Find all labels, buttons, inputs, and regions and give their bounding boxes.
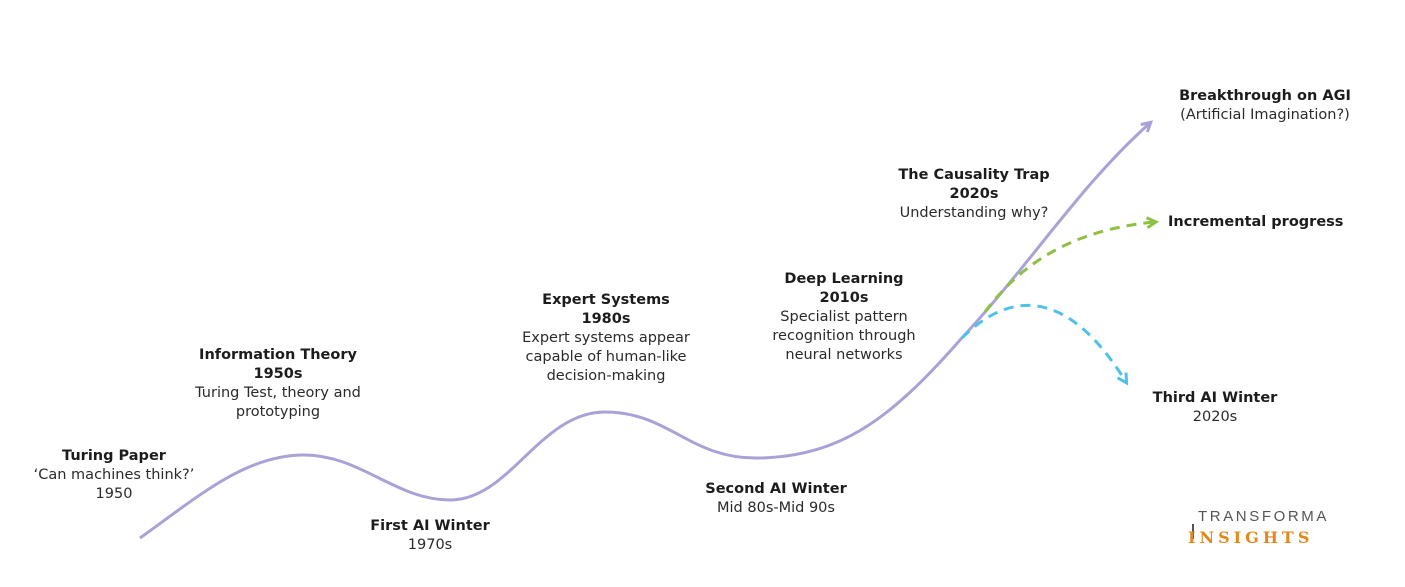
- milestone-expert-systems: Expert Systems 1980s Expert systems appe…: [496, 291, 716, 386]
- transforma-insights-logo: TRANSFORMA INSIGHTS: [1188, 508, 1358, 554]
- milestone-date: 2010s: [819, 290, 869, 306]
- ai-progress-curve: [139, 123, 1150, 540]
- milestone-title: Information Theory: [199, 347, 357, 363]
- outcome-title: Third AI Winter: [1152, 390, 1278, 406]
- third-winter-branch: [960, 304, 1126, 382]
- logo-bar: [1192, 524, 1194, 539]
- milestone-date: 1980s: [581, 311, 631, 327]
- outcome-third-ai-winter: Third AI Winter 2020s: [1130, 389, 1300, 427]
- milestone-description: Turing Test, theory and prototyping: [195, 385, 361, 420]
- outcome-description: (Artificial Imagination?): [1180, 107, 1350, 123]
- milestone-title: The Causality Trap: [898, 167, 1050, 183]
- milestone-date: Mid 80s-Mid 90s: [717, 500, 835, 516]
- milestone-description: Expert systems appear capable of human-l…: [522, 330, 690, 384]
- milestone-title: Turing Paper: [62, 448, 166, 464]
- milestone-information-theory: Information Theory 1950s Turing Test, th…: [168, 346, 388, 422]
- outcome-date: 2020s: [1192, 409, 1238, 425]
- milestone-turing-paper: Turing Paper ‘Can machines think?’ 1950: [24, 447, 204, 504]
- milestone-title: Second AI Winter: [705, 481, 847, 497]
- outcome-incremental-progress: Incremental progress: [1168, 213, 1388, 232]
- outcome-agi-breakthrough: Breakthrough on AGI (Artificial Imaginat…: [1150, 87, 1380, 125]
- milestone-title: First AI Winter: [370, 518, 490, 534]
- milestone-causality-trap: The Causality Trap 2020s Understanding w…: [864, 166, 1084, 223]
- milestone-title: Expert Systems: [542, 292, 670, 308]
- milestone-date: 2020s: [949, 186, 999, 202]
- milestone-description: ‘Can machines think?’: [33, 467, 195, 483]
- milestone-second-ai-winter: Second AI Winter Mid 80s-Mid 90s: [676, 480, 876, 518]
- incremental-progress-branch: [983, 222, 1155, 313]
- milestone-deep-learning: Deep Learning 2010s Specialist pattern r…: [744, 270, 944, 365]
- milestone-description: Specialist pattern recognition through n…: [772, 309, 916, 363]
- milestone-date: 1950: [95, 486, 133, 502]
- milestone-title: Deep Learning: [784, 271, 904, 287]
- milestone-first-ai-winter: First AI Winter 1970s: [350, 517, 510, 555]
- logo-line-1: TRANSFORMA: [1198, 508, 1329, 525]
- logo-line-2: INSIGHTS: [1188, 528, 1314, 547]
- milestone-description: Understanding why?: [899, 205, 1049, 221]
- outcome-title: Breakthrough on AGI: [1179, 88, 1351, 104]
- milestone-date: 1970s: [407, 537, 453, 553]
- outcome-title: Incremental progress: [1168, 214, 1344, 230]
- milestone-date: 1950s: [253, 366, 303, 382]
